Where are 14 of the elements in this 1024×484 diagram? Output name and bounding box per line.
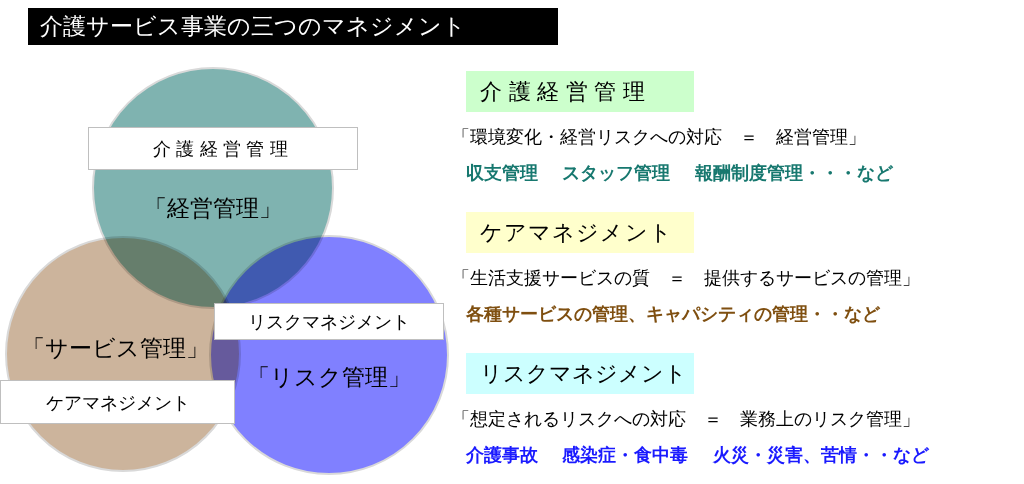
circle-label: 「リスク管理」 (247, 363, 411, 392)
heading-box: ケアマネジメント (466, 212, 694, 253)
heading-box: 介護経営管理 (466, 71, 694, 112)
description-text: 「想定されるリスクへの対応 ＝ 業務上のリスク管理」 (452, 407, 920, 431)
circle-label: 「経営管理」 (144, 194, 282, 223)
title-banner: 介護サービス事業の三つのマネジメント (28, 8, 558, 45)
label-box: 介護経営管理 (88, 127, 358, 170)
example-list: 各種サービスの管理、キャパシティの管理・・など (466, 302, 880, 326)
description-text: 「環境変化・経営リスクへの対応 ＝ 経営管理」 (452, 125, 866, 149)
heading-box: リスクマネジメント (466, 353, 694, 394)
example-list: 介護事故 感染症・食中毒 火災・災害、苦情・・など (466, 443, 929, 467)
circle-label: 「サービス管理」 (21, 334, 209, 363)
example-list: 収支管理 スタッフ管理 報酬制度管理・・・など (466, 161, 893, 185)
description-text: 「生活支援サービスの質 ＝ 提供するサービスの管理」 (452, 266, 920, 290)
